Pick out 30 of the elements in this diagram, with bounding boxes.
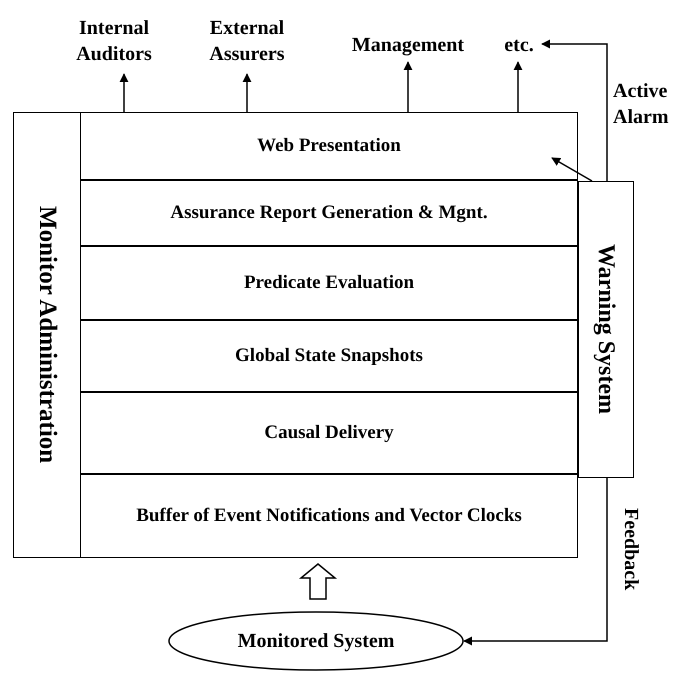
arrow bbox=[242, 73, 252, 112]
side-panel bbox=[578, 181, 634, 478]
arrow bbox=[463, 478, 608, 646]
arrow bbox=[120, 73, 128, 112]
layer-box bbox=[80, 246, 578, 320]
arrow bbox=[514, 61, 522, 112]
layer-box bbox=[80, 474, 578, 558]
node-text: Warning System bbox=[592, 244, 620, 414]
node-text: Internal Auditors bbox=[75, 16, 153, 67]
block-arrow bbox=[298, 563, 338, 600]
node-text: Management bbox=[352, 33, 464, 58]
node-text: Monitor Administration bbox=[32, 206, 62, 464]
node-text: Predicate Evaluation bbox=[244, 270, 414, 295]
layer-box bbox=[80, 180, 578, 246]
layer-box bbox=[80, 112, 578, 180]
node-text: Global State Snapshots bbox=[235, 344, 423, 368]
arrow bbox=[404, 61, 412, 112]
layer-box bbox=[80, 320, 578, 392]
node-text: Assurance Report Generation & Mgnt. bbox=[170, 200, 488, 225]
node-text: Monitored System bbox=[238, 629, 394, 654]
layer-box bbox=[80, 392, 578, 474]
node-text: Buffer of Event Notifications and Vector Clocks bbox=[136, 504, 522, 528]
arrow bbox=[541, 40, 608, 181]
node-text: Web Presentation bbox=[257, 134, 401, 158]
node-text: Causal Delivery bbox=[264, 420, 394, 445]
side-panel bbox=[13, 112, 81, 558]
system-ellipse bbox=[168, 611, 464, 671]
node-text: etc. bbox=[504, 33, 534, 58]
arrow bbox=[551, 157, 592, 182]
node-text: External Assurers bbox=[208, 16, 286, 67]
